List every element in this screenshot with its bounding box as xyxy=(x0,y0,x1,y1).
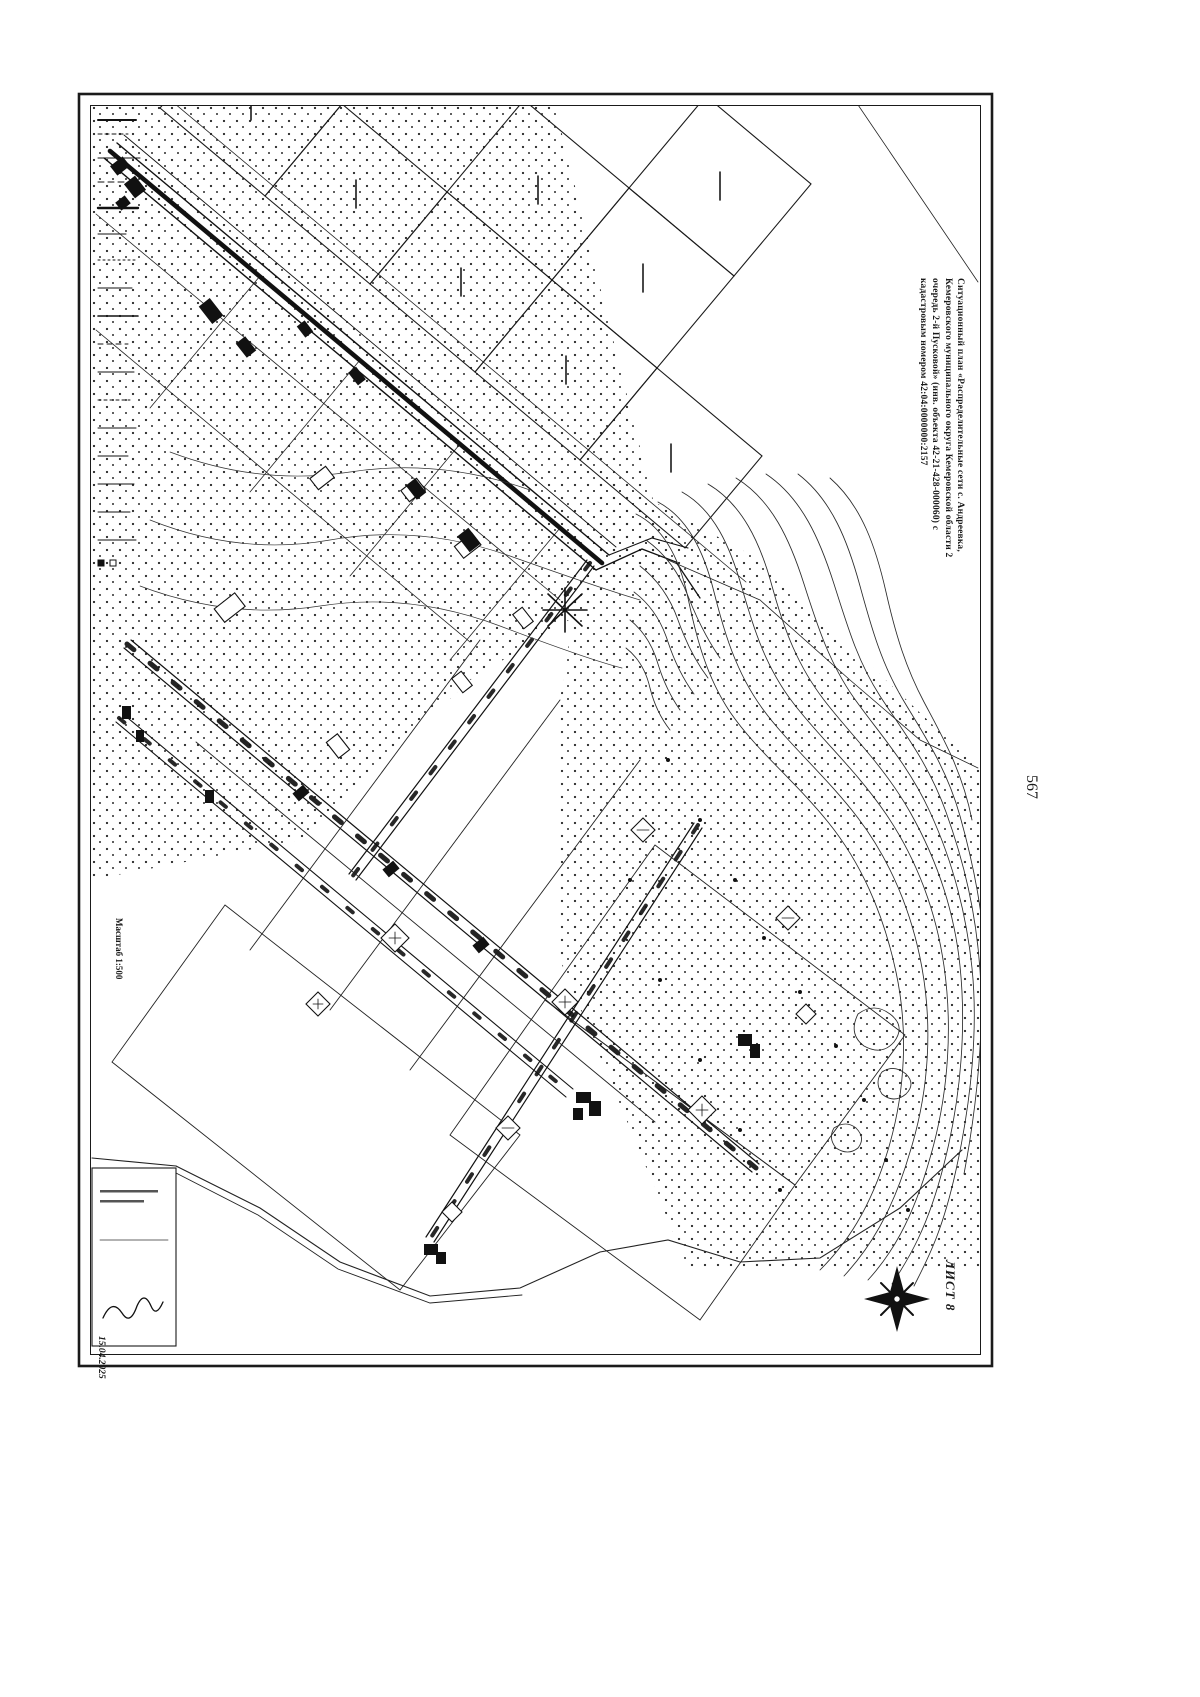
land-parcels xyxy=(159,106,812,549)
date-label: 15.04.2025 xyxy=(96,1336,106,1379)
lower-parcels xyxy=(111,639,906,1321)
signature-squiggle xyxy=(102,1297,164,1319)
well-symbols xyxy=(305,817,817,1223)
parcel-ticks xyxy=(250,106,721,473)
parcel-boundary-lines xyxy=(95,106,979,769)
map-content xyxy=(91,106,980,1347)
contour-lines xyxy=(625,473,980,1287)
main-road xyxy=(103,134,701,599)
compass-rose-icon xyxy=(864,1266,930,1332)
sheet-label: ЛИСТ 8 xyxy=(943,1260,958,1312)
junction-star xyxy=(542,587,588,633)
bottom-boundaries xyxy=(91,1149,963,1304)
drawing-title: Ситуационный план «Распределительные сет… xyxy=(917,278,965,558)
stipple-areas xyxy=(91,106,980,1268)
streets xyxy=(115,559,760,1243)
signature-box xyxy=(91,1167,177,1347)
structure-marks xyxy=(110,156,760,1264)
terrain-dots xyxy=(628,758,910,1212)
page-number: 567 xyxy=(1023,775,1040,799)
scale-label: Масштаб 1:500 xyxy=(114,918,124,980)
legend-marks xyxy=(96,119,141,567)
